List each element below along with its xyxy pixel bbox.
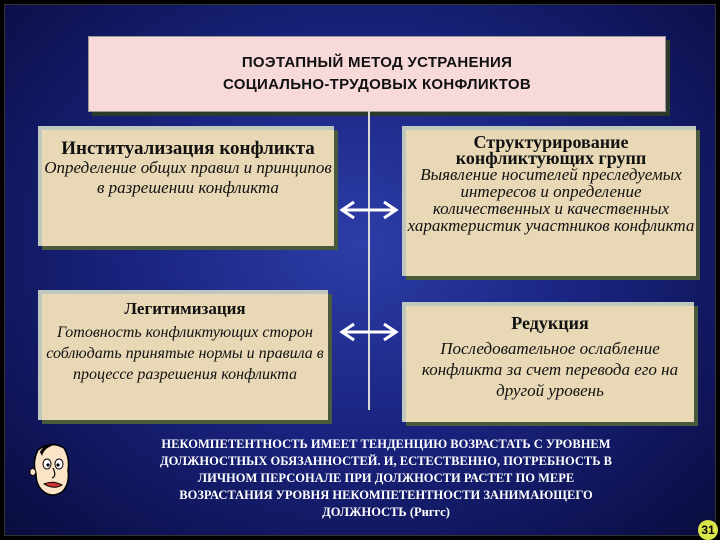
card-body: Определение общих правил и принципов в р… (42, 158, 334, 198)
title-box: ПОЭТАПНЫЙ МЕТОД УСТРАНЕНИЯ СОЦИАЛЬНО-ТРУ… (88, 36, 666, 112)
slide: ПОЭТАПНЫЙ МЕТОД УСТРАНЕНИЯ СОЦИАЛЬНО-ТРУ… (4, 4, 716, 536)
slide-title: ПОЭТАПНЫЙ МЕТОД УСТРАНЕНИЯ СОЦИАЛЬНО-ТРУ… (223, 52, 531, 96)
card-heading: Легитимизация (42, 300, 328, 318)
card-institutionalization: Институализация конфликта Определение об… (38, 126, 334, 246)
double-arrow-icon (338, 322, 400, 342)
card-reduction: Редукция Последовательное ослабление кон… (402, 302, 694, 422)
card-structuring: Структурирование конфликтующих групп Выя… (402, 126, 696, 276)
connector-line (368, 110, 370, 410)
cartoon-face-icon (24, 440, 78, 498)
card-legitimization: Легитимизация Готовность конфликтующих с… (38, 290, 328, 420)
double-arrow-icon (338, 200, 400, 220)
card-body: Готовность конфликтующих сторон соблюдат… (42, 322, 328, 385)
card-heading: Редукция (406, 314, 694, 332)
card-heading: Структурирование конфликтующих групп (406, 134, 696, 166)
page-number-badge: 31 (698, 520, 718, 540)
quote-note: НЕКОМПЕТЕНТНОСТЬ ИМЕЕТ ТЕНДЕНЦИЮ ВОЗРАСТ… (88, 436, 684, 521)
card-body: Выявление носителей преследуемых интерес… (406, 166, 696, 234)
card-body: Последовательное ослабление конфликта за… (406, 338, 694, 401)
card-heading: Институализация конфликта (42, 140, 334, 158)
